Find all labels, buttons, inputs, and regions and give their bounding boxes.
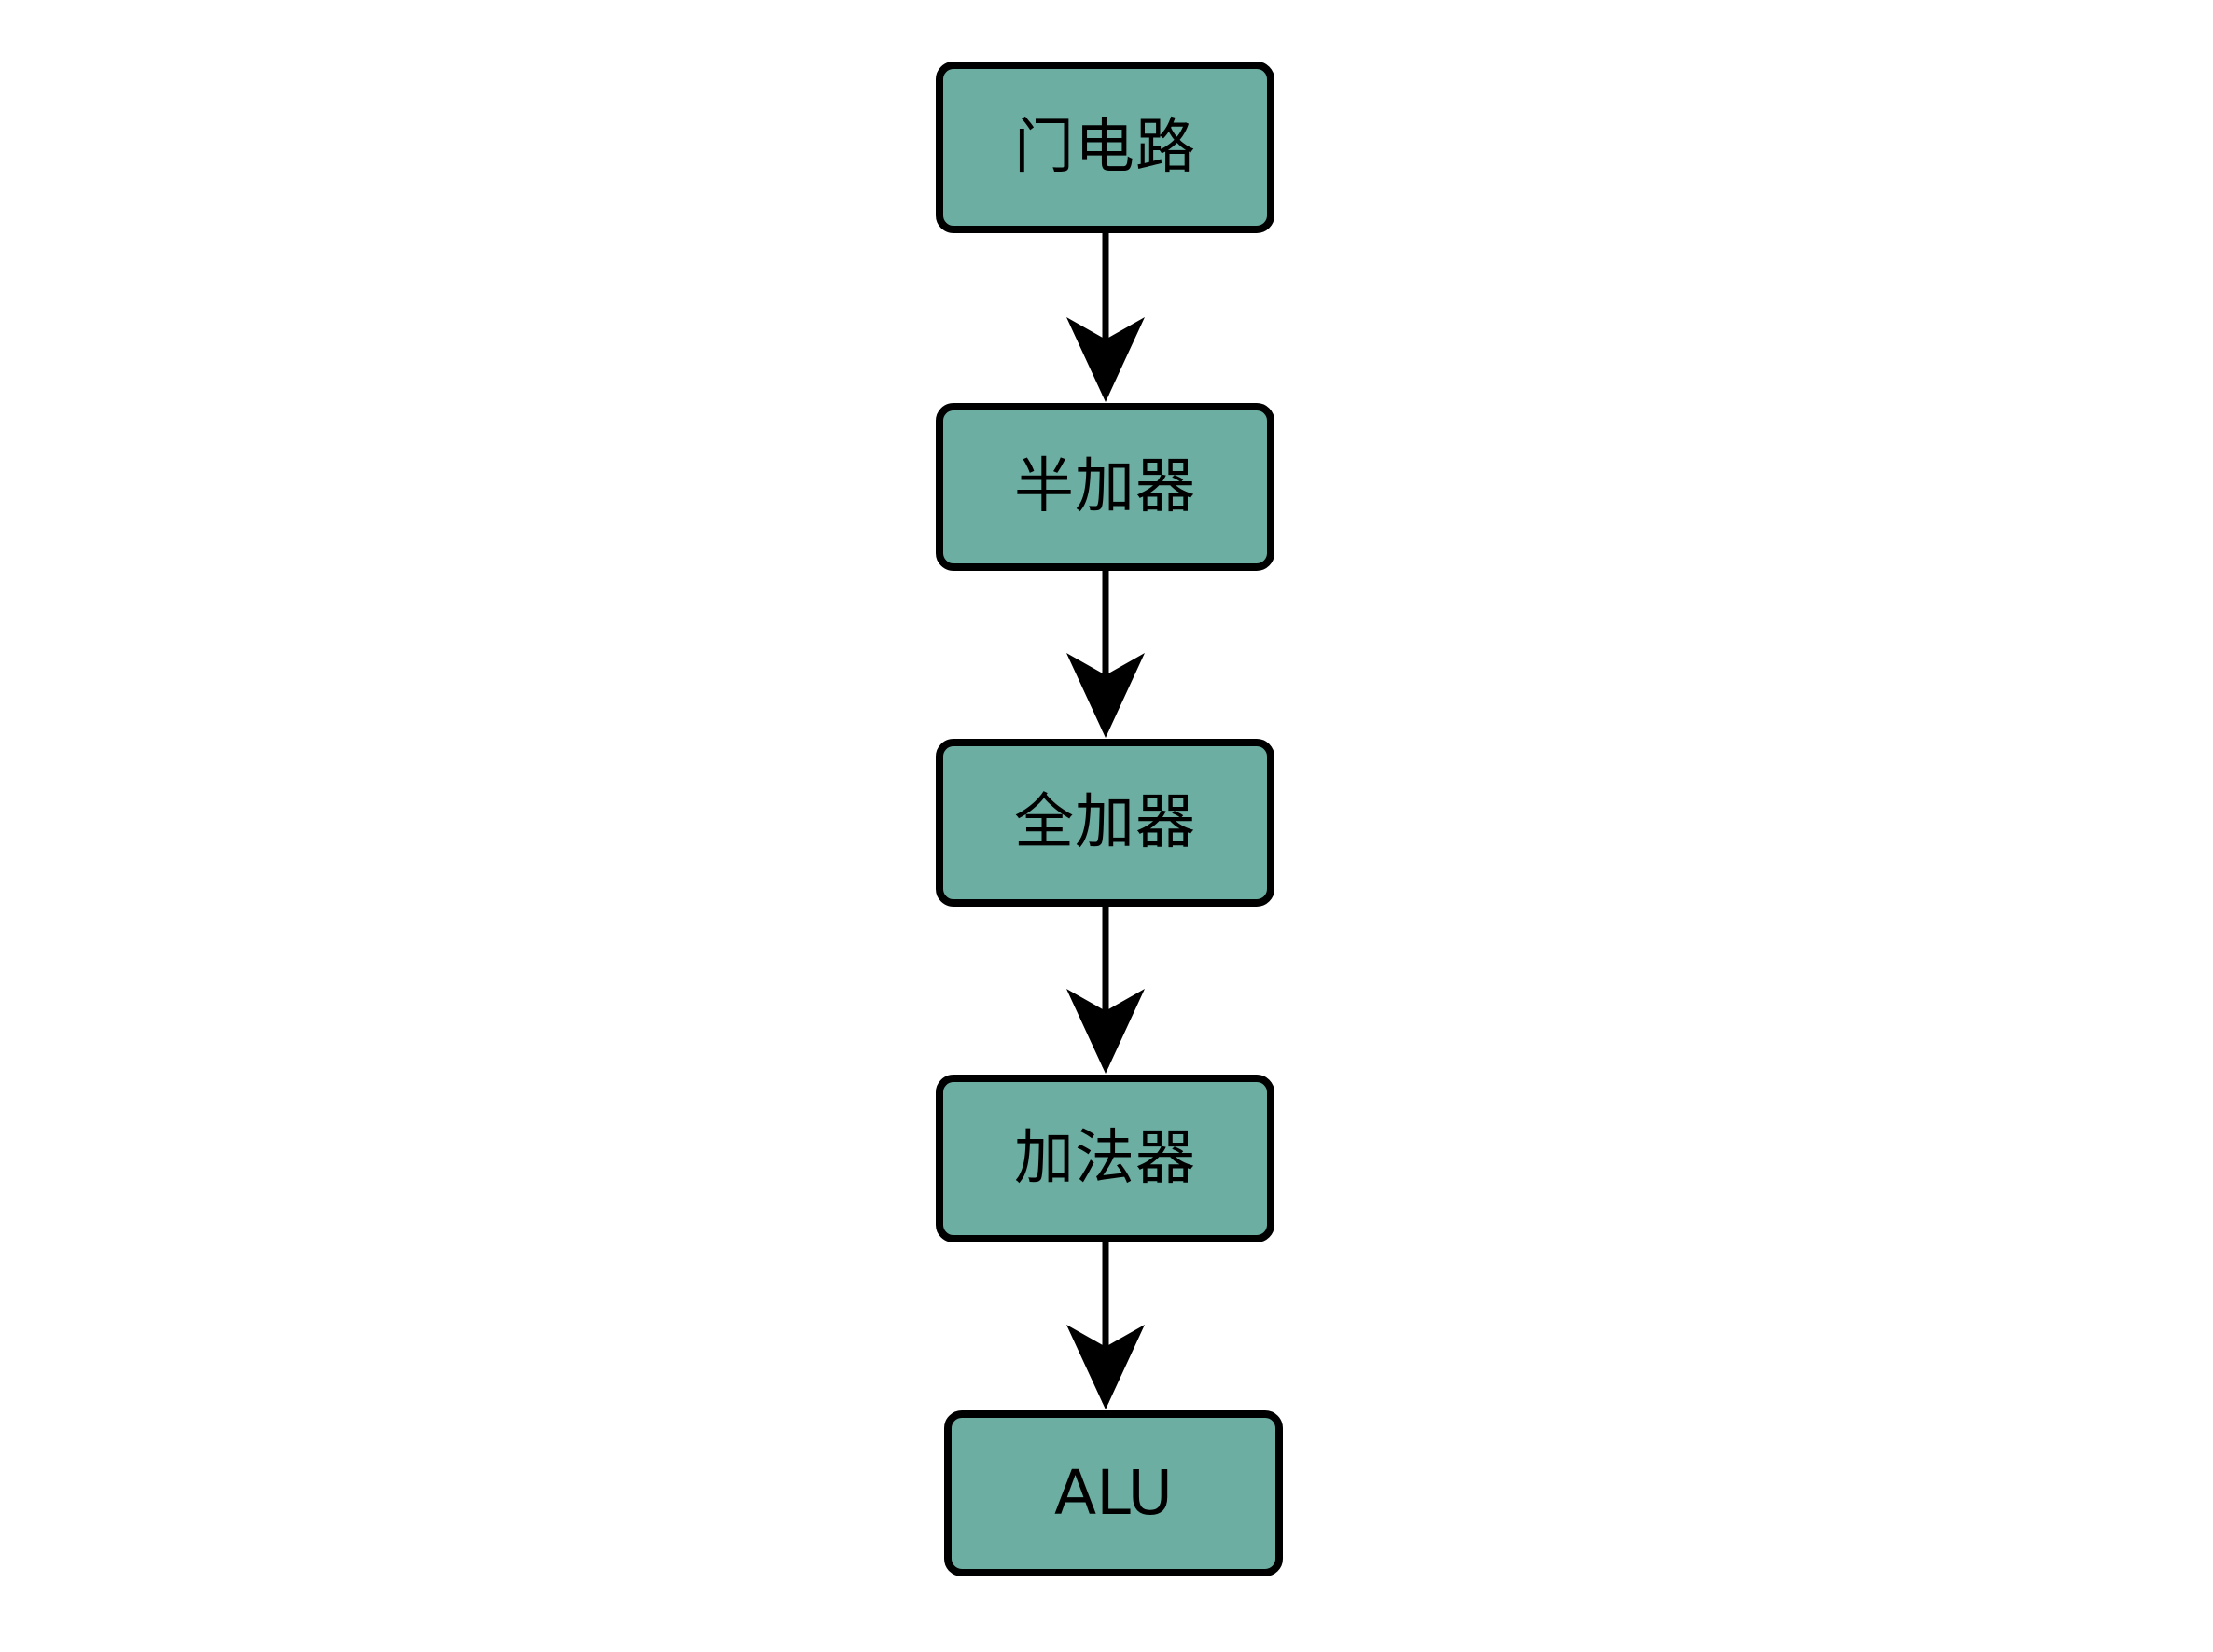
node-adder-label: 加法器	[1014, 1124, 1196, 1193]
node-half-adder[interactable]: 半加器	[936, 403, 1274, 571]
node-full-adder-label: 全加器	[1014, 788, 1196, 857]
node-gate-circuit-label: 门电路	[1014, 113, 1196, 182]
node-full-adder[interactable]: 全加器	[936, 739, 1274, 907]
node-alu-label: ALU	[1054, 1457, 1173, 1529]
node-gate-circuit[interactable]: 门电路	[936, 62, 1274, 233]
node-alu[interactable]: ALU	[944, 1410, 1283, 1576]
node-half-adder-label: 半加器	[1014, 452, 1196, 521]
node-adder[interactable]: 加法器	[936, 1075, 1274, 1242]
